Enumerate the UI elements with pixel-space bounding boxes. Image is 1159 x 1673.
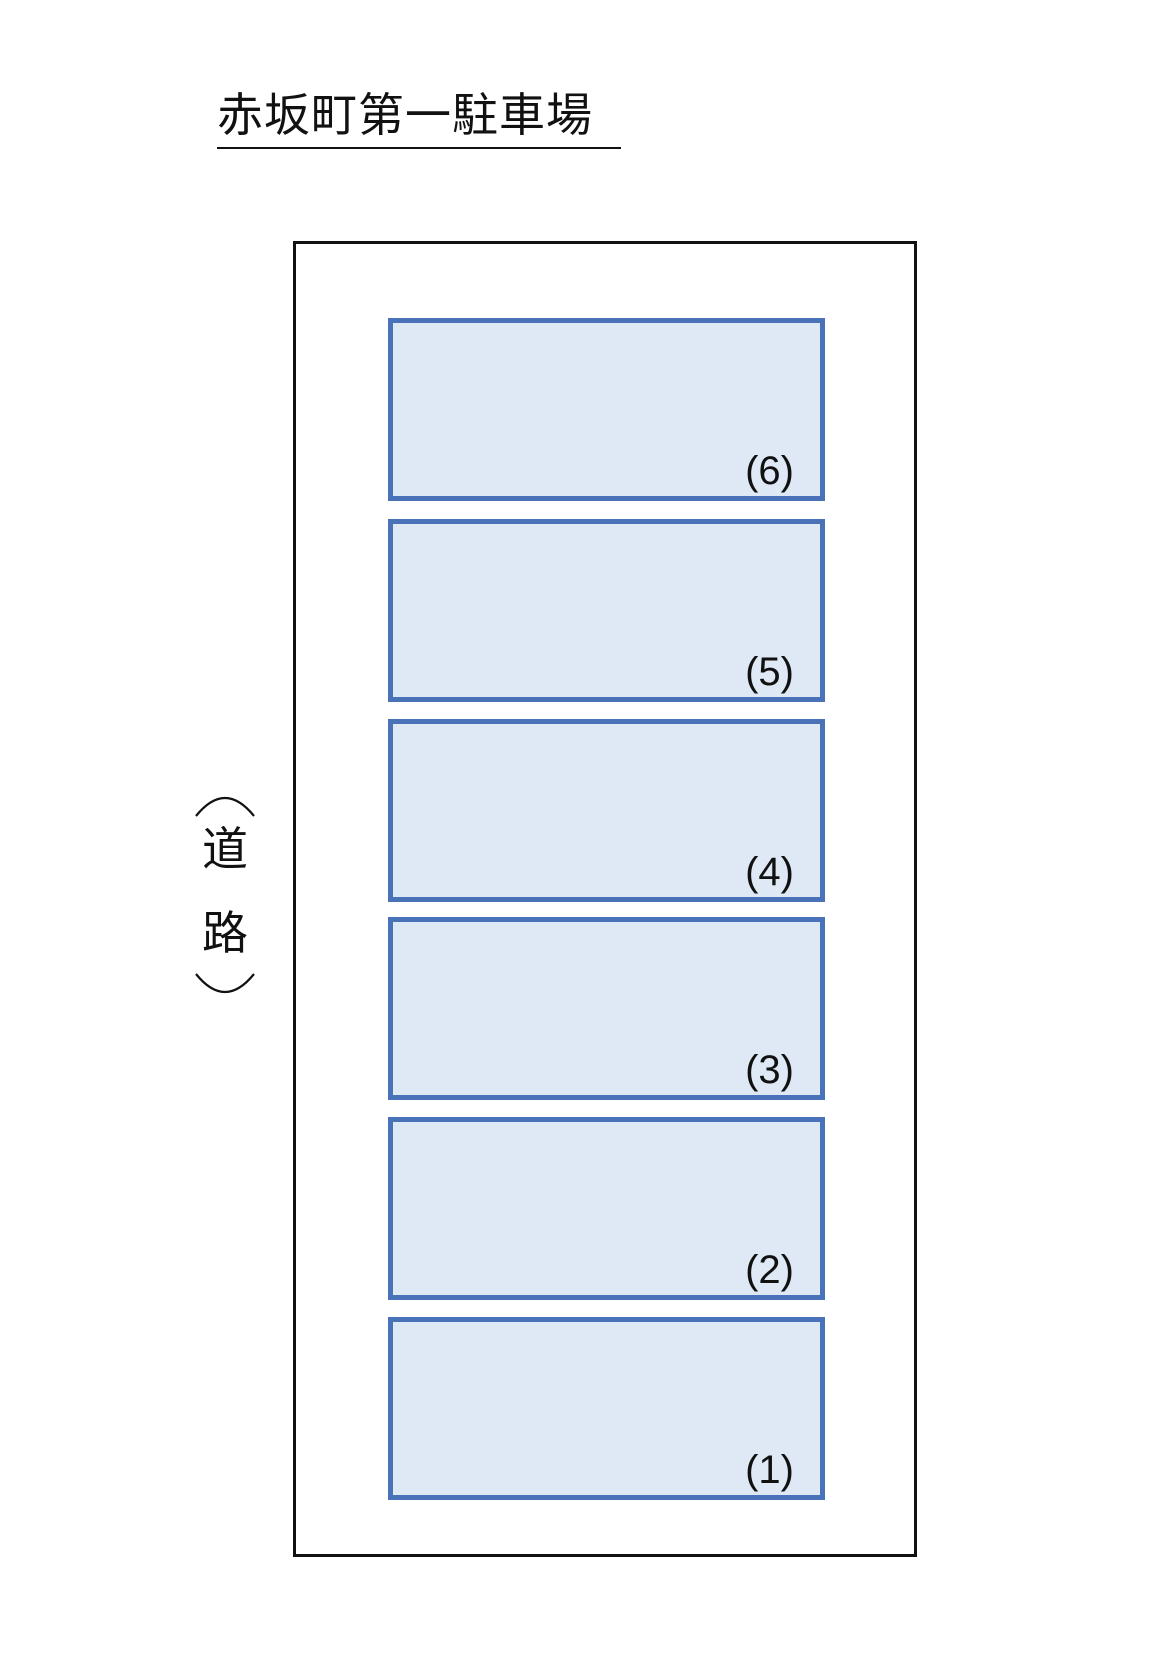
parking-stall-6: (6) [388,318,825,501]
parking-stall-1: (1) [388,1317,825,1500]
stall-label: (5) [745,650,794,694]
parking-stall-5: (5) [388,519,825,702]
page-title: 赤坂町第一駐車場 [217,88,593,142]
stall-label: (4) [745,850,794,894]
parking-stall-3: (3) [388,917,825,1100]
parking-stall-4: (4) [388,719,825,902]
road-open-paren [188,782,262,822]
stall-label: (1) [745,1448,794,1492]
road-label: 道 路 [188,782,262,993]
road-close-paren [188,968,262,1008]
stall-label: (2) [745,1248,794,1292]
stall-label: (6) [745,449,794,493]
stall-label: (3) [745,1048,794,1092]
parking-stall-2: (2) [388,1117,825,1300]
road-char-2: 路 [202,906,248,960]
title-underline [217,147,621,149]
road-char-1: 道 [202,822,248,876]
